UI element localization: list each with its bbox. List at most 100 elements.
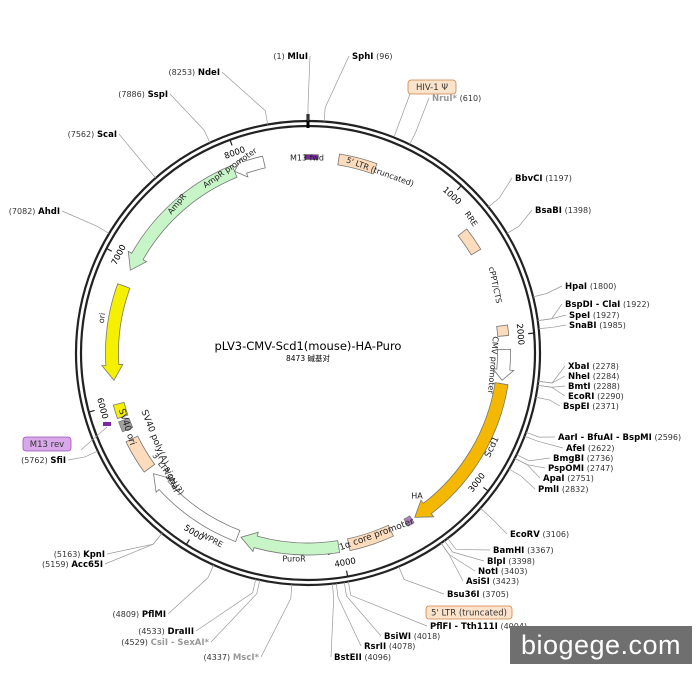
site-position: (1922): [623, 300, 650, 309]
feature-ha: [403, 515, 415, 527]
site-name: AarI - BfuAI - BspMI: [558, 433, 652, 443]
site-label: BmgBI (2736): [553, 454, 613, 464]
site-name: SpeI: [569, 311, 590, 321]
ring-tick-label: 1000: [440, 185, 463, 207]
ring-tick-label: 2000: [514, 323, 526, 345]
ring-tick: [528, 332, 535, 335]
site-label: BsiWI (4018): [384, 632, 440, 642]
site-position: (2284): [593, 372, 620, 381]
site-name: CsiI - SexAI*: [151, 638, 210, 648]
site-name: BspDI - ClaI: [565, 300, 620, 310]
site-position: (1): [273, 52, 284, 61]
site-label: Bsu36I (3705): [447, 590, 509, 600]
ring-tick-label: 7000: [110, 243, 129, 267]
site-name: BsiWI: [384, 632, 411, 642]
feature-label-ltr5: 5' LTR (truncated): [345, 156, 415, 189]
feature-label-m13-fwd: M13 fwd: [290, 154, 324, 163]
ring-tick: [106, 247, 113, 252]
site-position: (3403): [501, 567, 528, 576]
site-leader: [488, 177, 513, 208]
site-name: BamHI: [493, 546, 524, 556]
site-leader: [330, 583, 335, 658]
site-position: (2290): [597, 392, 624, 401]
site-label: AsiSI (3423): [466, 577, 519, 587]
boxed-label-hiv1-bg: [407, 79, 457, 95]
site-label: PspOMI (2747): [548, 464, 613, 474]
feature-sv40ori: [112, 401, 129, 420]
site-name: BmgBI: [553, 454, 584, 464]
feature-scd1: [414, 382, 509, 518]
site-label: (5762) SfiI: [21, 456, 66, 466]
site-position: (1985): [599, 321, 626, 330]
feature-label-puror: PuroR: [282, 555, 306, 564]
site-label: HpaI (1800): [565, 282, 616, 292]
feature-wpre: [153, 473, 241, 543]
site-position: (2751): [567, 474, 594, 483]
site-name: MluI: [287, 52, 308, 62]
feature-cppt: [496, 324, 510, 337]
site-name: PflFI - Tth111I: [430, 622, 498, 632]
site-position: (1197): [545, 174, 572, 183]
site-name: DraIII: [168, 627, 194, 637]
site-label: BbvCI (1197): [515, 174, 572, 184]
site-label: SphI (96): [352, 52, 393, 62]
site-leader: [335, 583, 362, 647]
site-label: SnaBI (1985): [569, 321, 626, 331]
site-position: (2596): [654, 433, 681, 442]
site-label: (4337) MscI*: [204, 653, 260, 663]
site-name: BbvCI: [515, 174, 543, 184]
watermark: biogege.com: [510, 626, 692, 664]
site-position: (5762): [21, 456, 48, 465]
boxed-label-m13rev: M13 rev: [30, 440, 64, 450]
boxed-label-ltr5b: 5' LTR (truncated): [431, 609, 507, 619]
site-position: (5163): [54, 550, 81, 559]
site-name: KpnI: [83, 550, 105, 560]
feature-cmv: [491, 349, 515, 381]
site-position: (2832): [562, 485, 589, 494]
site-position: (4529): [121, 638, 148, 647]
site-name: SspI: [148, 90, 168, 100]
site-label: EcoRI (2290): [568, 392, 624, 402]
feature-ltr5: [337, 153, 378, 175]
site-position: (3423): [493, 577, 520, 586]
site-position: (4096): [364, 653, 391, 662]
site-name: EcoRV: [510, 530, 540, 540]
site-label: AarI - BfuAI - BspMI (2596): [558, 433, 681, 443]
feature-puror: [240, 531, 341, 556]
site-leader: [537, 384, 566, 397]
site-name: PflMI: [142, 610, 166, 620]
site-leader: [524, 435, 564, 449]
site-leader: [260, 584, 293, 658]
feature-rre: [457, 228, 482, 256]
site-leader: [118, 133, 157, 179]
site-position: (3367): [527, 546, 554, 555]
site-leader: [506, 209, 533, 234]
site-name: BspEI: [563, 402, 590, 412]
site-label: RsrII (4078): [364, 642, 415, 652]
site-position: (3705): [482, 590, 509, 599]
site-label: AfeI (2622): [566, 444, 615, 454]
hiv1-leader: [393, 93, 411, 138]
site-leader: [440, 542, 464, 582]
boxed-label-ltr5b-bg: [425, 605, 513, 620]
site-position: (7082): [9, 207, 36, 216]
site-label: BstEII (4096): [334, 653, 391, 663]
boxed-labels: HIV-1 Ψ5' LTR (truncated)M13 rev: [22, 79, 513, 620]
site-position: (96): [376, 52, 392, 61]
site-position: (2278): [592, 362, 619, 371]
feature-label-cppt: cPPT/CTS: [487, 266, 504, 304]
site-leader: [398, 566, 445, 595]
plasmid-length: 8473 碱基对: [286, 353, 330, 363]
site-leader: [210, 579, 261, 643]
site-name: NheI: [568, 372, 590, 382]
site-leader: [347, 581, 428, 627]
site-label: BspEI (2371): [563, 402, 619, 412]
site-name: RsrII: [364, 642, 386, 652]
feature-m13-fwd: [304, 154, 319, 161]
site-leader: [516, 454, 551, 462]
feature-label-sv40ori: SV40 ori: [116, 408, 137, 447]
site-name: BlpI: [487, 557, 506, 567]
site-name: SfiI: [50, 456, 66, 466]
m13rev-leader: [80, 426, 108, 451]
